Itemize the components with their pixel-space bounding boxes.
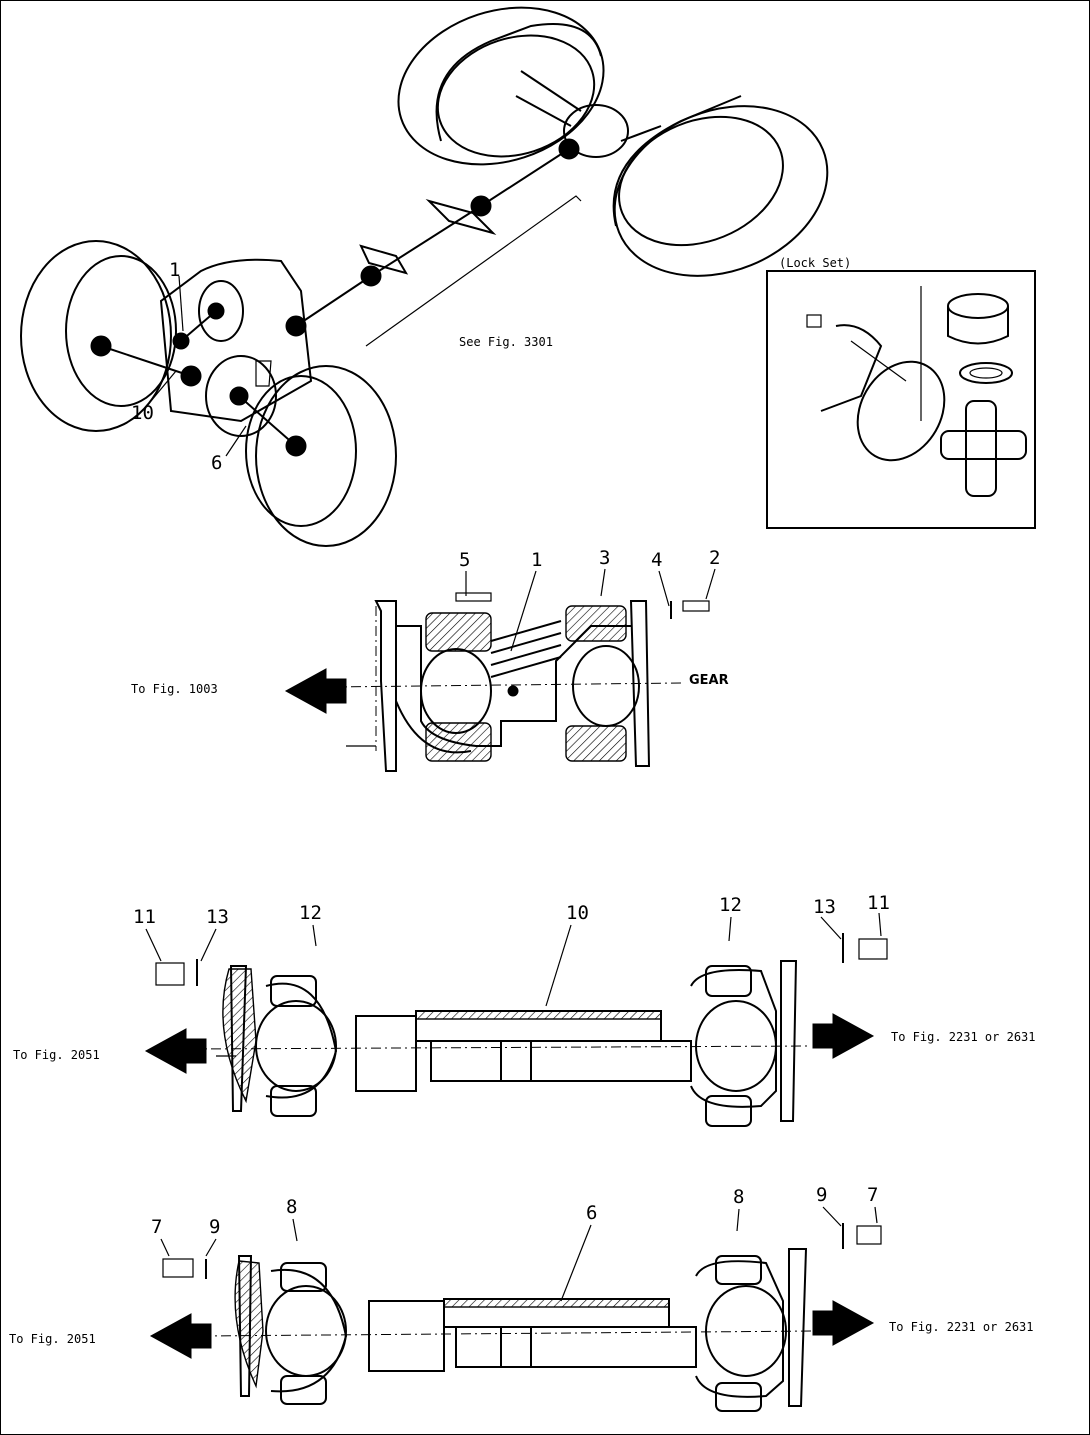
lock-set-title: (Lock Set) xyxy=(779,256,851,270)
shaft6-to-left: To Fig. 2051 xyxy=(9,1332,96,1346)
shaft6-arrow-right xyxy=(812,1300,875,1346)
lock-set-inset: (Lock Set) xyxy=(766,256,1036,529)
shaft10-callout-12-right: 12 xyxy=(719,894,742,916)
shaft10-callout-13-left: 13 xyxy=(206,906,229,928)
shaft6-to-right: To Fig. 2231 or 2631 xyxy=(889,1320,1034,1334)
assembly-callout-3: 3 xyxy=(599,547,610,569)
see-fig-reference: See Fig. 3301 xyxy=(459,335,553,349)
shaft6-callout-8-right: 8 xyxy=(733,1186,744,1208)
rear-left-wheel xyxy=(397,6,605,166)
assembly-callout-5: 5 xyxy=(459,549,470,571)
shaft10-arrow-right xyxy=(812,1013,875,1059)
shaft10-callout-11-right: 11 xyxy=(867,892,890,914)
shaft10-callout-12-left: 12 xyxy=(299,902,322,924)
front-left-wheel xyxy=(20,240,177,432)
shaft6-callout-9-left: 9 xyxy=(209,1216,220,1238)
assembly-callout-2: 2 xyxy=(709,547,720,569)
shaft10-callout-11-left: 11 xyxy=(133,906,156,928)
center-propeller-shaft xyxy=(285,148,582,347)
gear-label: GEAR xyxy=(689,673,729,688)
callout-6: 6 xyxy=(211,452,222,474)
propeller-shaft-10: 11 13 12 10 12 13 11 xyxy=(13,892,1036,1127)
center-joint-assembly: 5 1 3 4 2 GEAR To Fig xyxy=(131,547,729,772)
shaft6-callout-7-left: 7 xyxy=(151,1216,162,1238)
front-shafts xyxy=(90,302,307,457)
rear-right-wheel xyxy=(612,95,829,277)
shaft10-callout-13-right: 13 xyxy=(813,896,836,918)
assembly-callout-1: 1 xyxy=(531,549,542,571)
propeller-shaft-6: 7 9 8 6 8 9 7 xyxy=(9,1184,1034,1412)
shaft6-callout-6: 6 xyxy=(586,1202,597,1224)
assembly-callout-4: 4 xyxy=(651,549,662,571)
shaft10-to-left: To Fig. 2051 xyxy=(13,1048,100,1062)
front-axle-housing xyxy=(159,258,313,437)
rear-differential xyxy=(515,70,662,160)
to-fig-1003: To Fig. 1003 xyxy=(131,682,218,696)
shaft10-callout-10: 10 xyxy=(566,902,589,924)
arrow-left-1003 xyxy=(284,668,347,714)
shaft6-callout-8-left: 8 xyxy=(286,1196,297,1218)
callout-10: 10 xyxy=(131,402,154,424)
lock-set-frame xyxy=(766,270,1036,529)
shaft10-to-right: To Fig. 2231 or 2631 xyxy=(891,1030,1036,1044)
shaft6-callout-9-right: 9 xyxy=(816,1184,827,1206)
front-right-wheel xyxy=(245,365,397,547)
drivetrain-overview: 1 10 6 See Fig. 3301 xyxy=(20,6,829,547)
shaft6-arrow-left xyxy=(149,1313,212,1359)
shaft10-arrow-left xyxy=(144,1028,207,1074)
callout-1: 1 xyxy=(169,259,180,281)
shaft6-callout-7-right: 7 xyxy=(867,1184,878,1206)
